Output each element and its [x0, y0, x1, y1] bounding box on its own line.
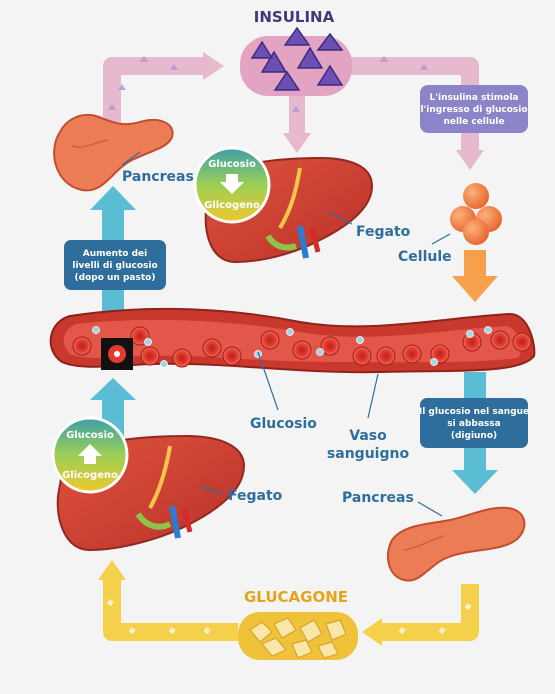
insulin-path-arrowhead-right — [203, 52, 224, 80]
red-blood-cell — [172, 348, 192, 368]
red-blood-cell — [260, 330, 280, 350]
glucagon-path-left — [103, 578, 238, 641]
liver-bottom-label: Fegato — [228, 488, 283, 504]
glucose-dot — [466, 330, 474, 338]
glucagon-cluster — [238, 612, 358, 660]
badge-top-line1: Glucosio — [208, 159, 256, 170]
glucagon-path-arrowhead-up — [98, 560, 126, 580]
insulin-effect-line2: l'ingresso di glucosio — [420, 105, 527, 115]
glucagon-title: GLUCAGONE — [244, 588, 348, 606]
vessel-contents — [72, 326, 532, 368]
pancreas-bottom — [387, 501, 526, 582]
insulin-effect-line1: L'insulina stimola — [430, 93, 519, 103]
vessel-pointer-line — [367, 373, 379, 419]
glucagon-path — [98, 560, 479, 646]
red-blood-cell — [222, 346, 242, 366]
glucose-fall-line1: Il glucosio nel sangue — [419, 407, 529, 417]
vessel-label-line2: sanguigno — [327, 446, 410, 462]
glucose-dot — [430, 358, 438, 366]
orange-arrow — [452, 250, 498, 302]
vessel-label-line1: Vaso — [349, 428, 387, 444]
red-blood-cell — [320, 336, 340, 356]
badge-top: Glucosio Glicogeno — [193, 146, 271, 224]
glucose-dot — [144, 338, 152, 346]
pancreas-bottom-label: Pancreas — [342, 490, 414, 506]
badge-bottom-line2: Glicogeno — [62, 470, 118, 481]
liver-top-label: Fegato — [356, 224, 411, 240]
red-blood-cell — [140, 346, 160, 366]
cells-label: Cellule — [398, 249, 452, 265]
glucose-pointer-line — [257, 351, 279, 411]
glucagon-path-arrowhead-left — [362, 618, 382, 646]
insulin-path-arrowhead-liver — [283, 133, 311, 153]
glucose-dot — [160, 360, 168, 368]
glucose-fall-line3: (digiuno) — [451, 431, 497, 441]
glucagon-path-right — [380, 584, 479, 641]
glucose-fall-line2: si abbassa — [447, 419, 500, 429]
glucose-rise-box: Aumento dei livelli di glucosio (dopo un… — [64, 240, 166, 290]
red-blood-cell — [376, 346, 396, 366]
red-blood-cell — [352, 346, 372, 366]
red-blood-cell — [202, 338, 222, 358]
badge-bottom: Glucosio Glicogeno — [51, 416, 129, 494]
insulin-effect-box: L'insulina stimola l'ingresso di glucosi… — [420, 85, 528, 133]
badge-bottom-line1: Glucosio — [66, 430, 114, 441]
insulin-path-arrowhead-cells — [456, 150, 484, 170]
cells-cluster — [431, 183, 502, 245]
insulin-title: INSULINA — [254, 8, 335, 26]
glucose-label: Glucosio — [250, 416, 317, 432]
glow-marker — [101, 338, 133, 370]
red-blood-cell — [490, 330, 510, 350]
arrow-down-icon — [220, 174, 244, 194]
arrow-up-icon — [78, 444, 102, 464]
glucose-rise-line2: livelli di glucosio — [72, 261, 157, 271]
insulin-cluster — [240, 26, 352, 96]
glucose-dot — [356, 336, 364, 344]
glucose-dot — [286, 328, 294, 336]
glucose-rise-line1: Aumento dei — [83, 249, 148, 259]
red-blood-cell — [72, 336, 92, 356]
red-blood-cell — [292, 340, 312, 360]
glucose-fall-box: Il glucosio nel sangue si abbassa (digiu… — [419, 398, 529, 448]
pancreas-top-label: Pancreas — [122, 169, 194, 185]
glucose-dot — [254, 350, 262, 358]
pancreas-top — [53, 114, 174, 192]
red-blood-cell — [512, 332, 532, 352]
glucose-dot — [484, 326, 492, 334]
insulin-effect-line3: nelle cellule — [443, 117, 504, 127]
badge-top-line2: Glicogeno — [204, 200, 260, 211]
glucose-dot — [92, 326, 100, 334]
red-blood-cell — [402, 344, 422, 364]
glucose-dot — [316, 348, 324, 356]
glucose-rise-line3: (dopo un pasto) — [75, 273, 156, 283]
